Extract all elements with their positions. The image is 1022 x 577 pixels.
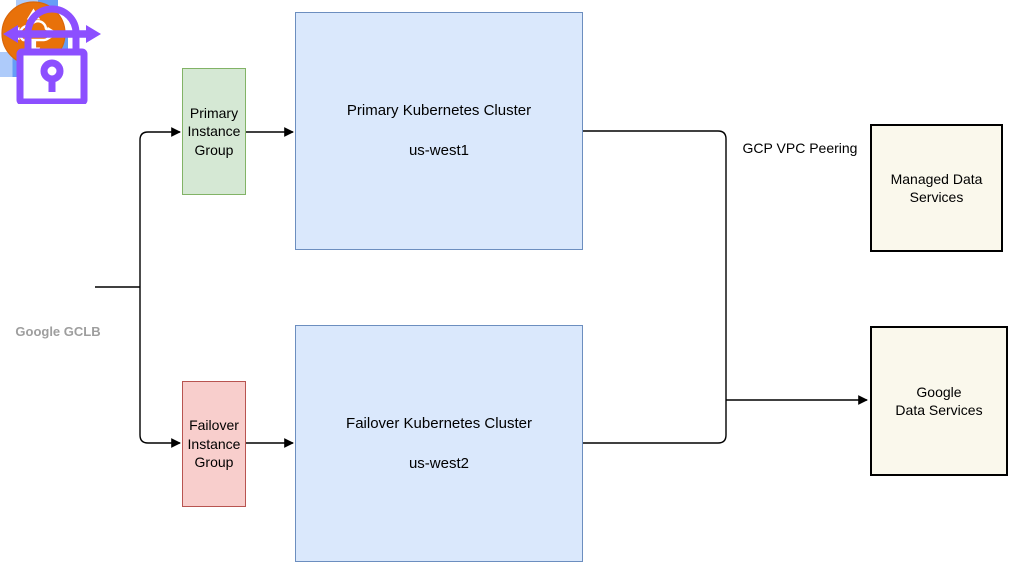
managed-data-services-node: Managed Data Services — [870, 124, 1003, 252]
primary-kubernetes-cluster-node: Primary Kubernetes Cluster us-west1 — [295, 12, 583, 250]
google-data-services-label: Google Data Services — [895, 383, 983, 418]
lock-bidirectional-arrows-icon — [3, 5, 101, 104]
managed-data-services-label: Managed Data Services — [890, 170, 983, 205]
primary-instance-group-label: Primary Instance Group — [187, 104, 241, 158]
vpc-peering-label: GCP VPC Peering — [742, 140, 858, 156]
google-data-services-node: Google Data Services — [870, 326, 1008, 476]
primary-kubernetes-cluster-label: Primary Kubernetes Cluster us-west1 — [346, 102, 532, 159]
failover-instance-group-node: Failover Instance Group — [182, 381, 246, 507]
failover-instance-group-label: Failover Instance Group — [187, 417, 241, 471]
failover-kubernetes-cluster-node: Failover Kubernetes Cluster us-west2 — [295, 325, 583, 562]
failover-kubernetes-cluster-label: Failover Kubernetes Cluster us-west2 — [346, 414, 532, 472]
primary-instance-group-node: Primary Instance Group — [182, 68, 246, 195]
gclb-label: Google GCLB — [15, 324, 101, 339]
